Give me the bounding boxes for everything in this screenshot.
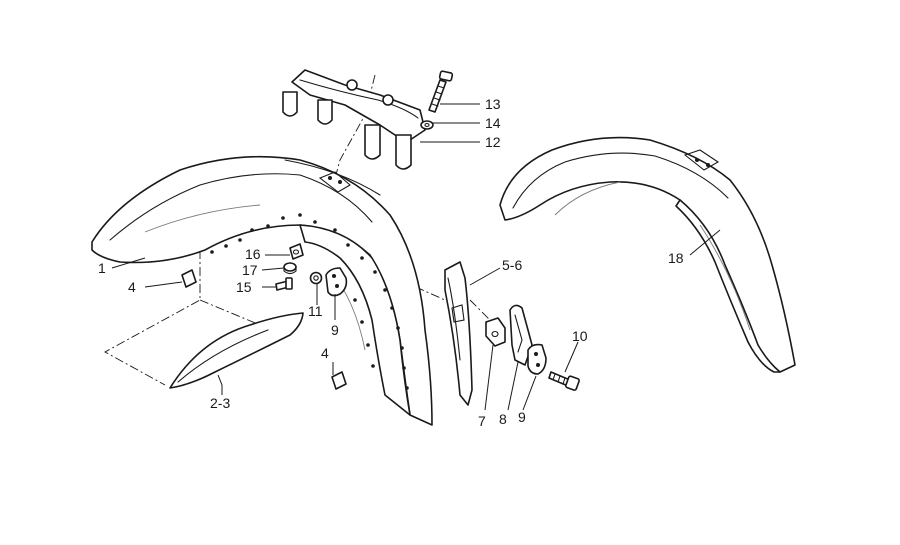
fork-clamp-bracket	[282, 69, 426, 170]
callout-9-right: 9	[518, 409, 526, 425]
nut-16	[289, 243, 304, 260]
callout-15: 15	[236, 279, 252, 295]
plate-9-right	[527, 343, 547, 375]
callout-2-3: 2-3	[210, 395, 230, 411]
callout-12: 12	[485, 134, 501, 150]
bushing-11	[309, 271, 323, 285]
grommet-7	[485, 317, 506, 347]
plate-9-left	[325, 267, 348, 297]
callout-1: 1	[98, 260, 106, 276]
callout-18: 18	[668, 250, 684, 266]
callout-16: 16	[245, 246, 261, 262]
front-fender	[91, 155, 433, 426]
clip-4-upper	[181, 269, 197, 288]
callout-8: 8	[499, 411, 507, 427]
callout-7: 7	[478, 413, 486, 429]
washer-14	[420, 120, 434, 130]
callout-4-lower: 4	[321, 345, 329, 361]
callout-17: 17	[242, 262, 258, 278]
callout-labels: 1 2-3 4 4 5-6 7 8 9 9 10 11 12 13 14 15 …	[98, 96, 684, 429]
callout-11: 11	[308, 303, 323, 319]
spacer-17	[283, 262, 297, 275]
bolt-13	[428, 70, 454, 113]
bolt-10	[548, 371, 580, 391]
callout-14: 14	[485, 115, 501, 131]
fender-trim-strip	[169, 312, 304, 389]
clip-4-lower	[331, 371, 347, 390]
screw-15	[275, 277, 293, 291]
callout-5-6: 5-6	[502, 257, 522, 273]
callout-4-upper: 4	[128, 279, 136, 295]
side-bracket-5-6	[444, 261, 473, 406]
callout-10: 10	[572, 328, 588, 344]
callout-13: 13	[485, 96, 501, 112]
loop-bracket-8	[509, 304, 533, 366]
rear-fender	[499, 136, 796, 373]
leader-lines	[111, 103, 721, 411]
callout-9-left: 9	[331, 322, 339, 338]
